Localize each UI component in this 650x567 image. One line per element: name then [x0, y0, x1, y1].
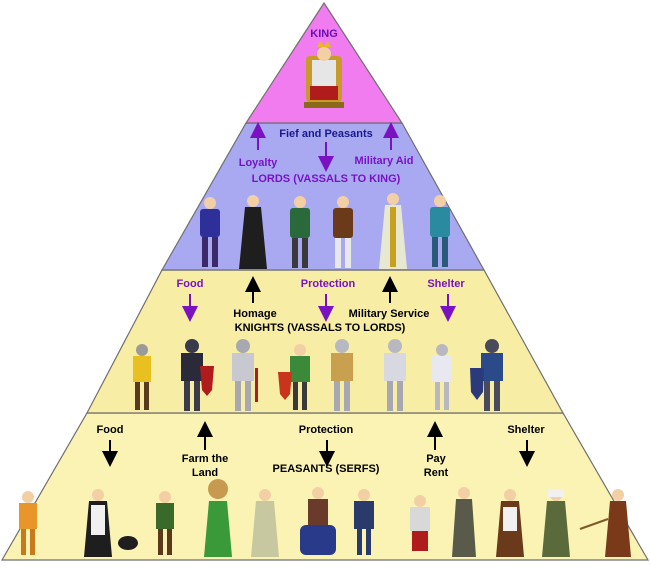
peasant-figure	[452, 487, 476, 557]
knights-shelter-label: Shelter	[427, 278, 465, 290]
peasants-figures	[19, 479, 631, 557]
knight-figure	[384, 339, 406, 411]
king-title: KING	[310, 28, 338, 40]
knight-figure	[133, 344, 151, 410]
peasant-figure	[251, 489, 279, 557]
knight-figure	[181, 339, 214, 411]
lords-title: LORDS (VASSALS TO KING)	[252, 173, 401, 185]
peasants-protection-label: Protection	[299, 424, 354, 436]
military-service-label: Military Service	[349, 308, 430, 320]
loyalty-label: Loyalty	[239, 157, 278, 169]
land-label: Land	[192, 467, 218, 479]
peasant-figure	[300, 487, 336, 555]
peasants-title: PEASANTS (SERFS)	[273, 463, 380, 475]
peasant-figure	[496, 489, 524, 557]
homage-label: Homage	[233, 308, 276, 320]
knight-figure	[232, 339, 258, 411]
knight-figure	[470, 339, 503, 411]
peasant-figure	[84, 489, 138, 557]
knights-food-label: Food	[177, 278, 204, 290]
knight-figure	[432, 344, 452, 410]
peasant-figure	[204, 479, 232, 557]
knight-figure	[331, 339, 353, 411]
peasants-shelter-label: Shelter	[507, 424, 545, 436]
farm-the-label: Farm the	[182, 453, 228, 465]
pay-label: Pay	[426, 453, 446, 465]
lord-figure	[379, 193, 407, 269]
lord-figure	[333, 196, 353, 268]
peasant-figure	[156, 491, 174, 555]
peasant-figure	[410, 495, 430, 551]
lords-figures	[200, 193, 450, 269]
knights-title: KNIGHTS (VASSALS TO LORDS)	[235, 322, 406, 334]
peasant-figure	[354, 489, 374, 555]
lord-figure	[239, 195, 267, 269]
lord-figure	[290, 196, 310, 268]
fief-and-peasants-label: Fief and Peasants	[279, 128, 373, 140]
peasants-food-label: Food	[97, 424, 124, 436]
knights-figures	[133, 339, 503, 411]
peasant-figure	[542, 489, 570, 557]
lord-figure	[200, 197, 220, 267]
military-aid-label: Military Aid	[355, 155, 414, 167]
king-figure	[304, 41, 344, 108]
knight-figure	[278, 344, 310, 410]
peasant-figure	[579, 489, 631, 557]
peasant-figure	[19, 491, 37, 555]
knights-protection-label: Protection	[301, 278, 356, 290]
lord-figure	[430, 195, 450, 267]
rent-label: Rent	[424, 467, 449, 479]
